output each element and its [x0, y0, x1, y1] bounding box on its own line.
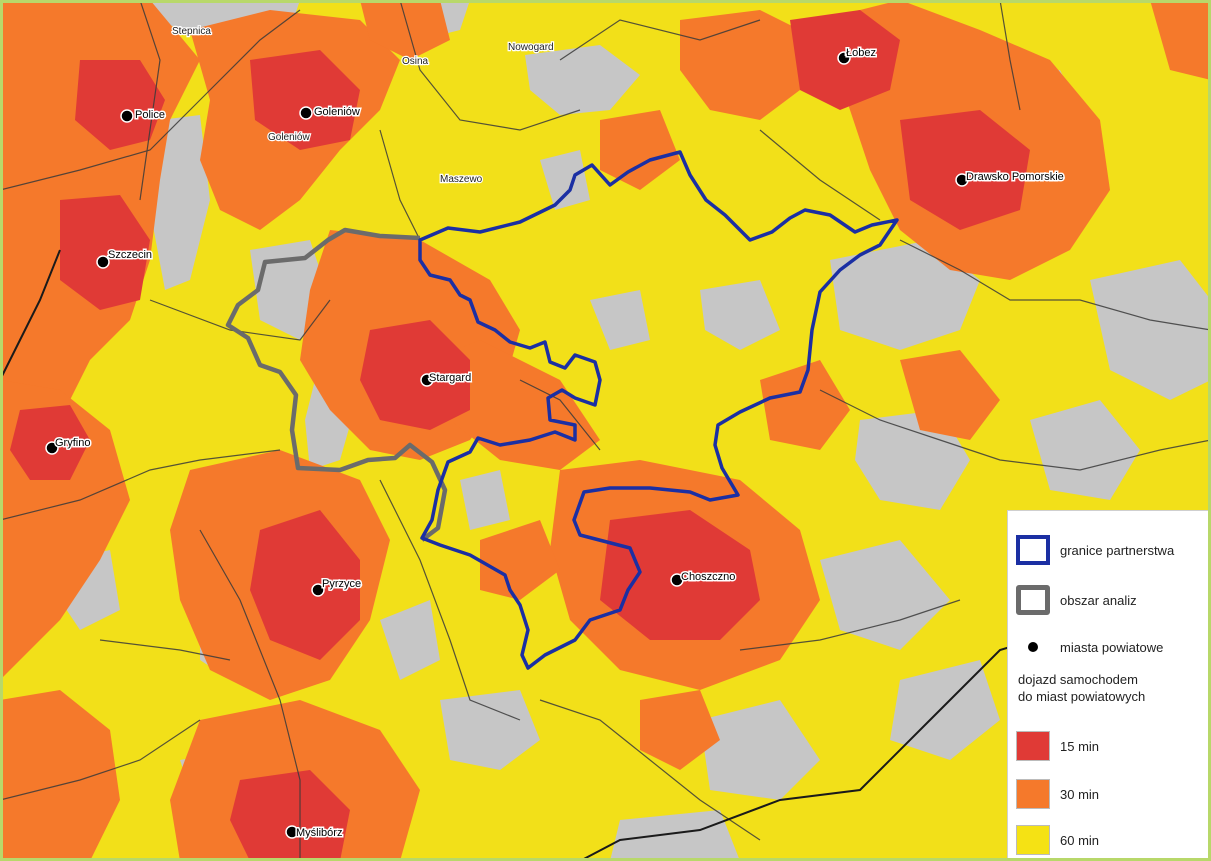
- city-dot-gryfino: [45, 441, 59, 455]
- legend-swatch-analysis: [1016, 585, 1050, 615]
- city-labels: Police Goleniów Szczecin Stargard Gryfin…: [54, 46, 1066, 841]
- town-label-stepnica: Stepnica: [172, 26, 211, 37]
- city-label-mysliborz: Myślibórz: [296, 827, 342, 839]
- analysis-area-border: [225, 227, 448, 542]
- city-label-lobez: Łobez: [846, 47, 876, 59]
- town-label-maszewo: Maszewo: [440, 174, 483, 185]
- city-label-choszczno: Choszczno: [681, 571, 735, 583]
- legend-swatch-30min: [1016, 779, 1050, 809]
- city-label-pyrzyce: Pyrzyce: [322, 578, 361, 590]
- legend-caption-line1: dojazd samochodem: [1018, 672, 1138, 687]
- legend-label-30min: 30 min: [1060, 786, 1100, 802]
- city-label-goleniow: Goleniów: [314, 106, 360, 118]
- legend-swatch-60min: [1016, 825, 1050, 855]
- legend-row-partnership: granice partnerstwa: [1008, 535, 1174, 565]
- legend-label-analysis: obszar analiz: [1060, 592, 1137, 608]
- legend-label-60min: 60 min: [1060, 832, 1100, 848]
- town-label-nowogard: Nowogard: [508, 42, 554, 53]
- map-legend: granice partnerstwa obszar analiz miasta…: [1007, 510, 1211, 861]
- city-label-szczecin: Szczecin: [108, 249, 152, 261]
- city-label-police: Police: [135, 109, 165, 121]
- city-label-stargard: Stargard: [429, 372, 471, 384]
- city-dot-mysliborz: [285, 825, 299, 839]
- town-labels: Stepnica Osina Nowogard Goleniów Maszewo: [171, 25, 555, 187]
- city-dot-police: [120, 109, 134, 123]
- town-label-goleniow-gmina: Goleniów: [268, 132, 310, 143]
- city-dot-lobez: [837, 51, 851, 65]
- legend-row-30min: 30 min: [1008, 779, 1099, 809]
- legend-caption: dojazd samochodem do miast powiatowych: [1018, 671, 1145, 705]
- legend-row-analysis: obszar analiz: [1008, 585, 1137, 615]
- legend-row-county-towns: miasta powiatowe: [1008, 639, 1163, 655]
- city-dot-pyrzyce: [311, 583, 325, 597]
- legend-swatch-15min: [1016, 731, 1050, 761]
- legend-caption-line2: do miast powiatowych: [1018, 689, 1146, 704]
- town-label-osina: Osina: [402, 56, 429, 67]
- city-dot-stargard: [420, 373, 434, 387]
- city-label-gryfino: Gryfino: [55, 437, 90, 449]
- city-dot-choszczno: [670, 573, 684, 587]
- city-dot-goleniow: [299, 106, 313, 120]
- partnership-border: [418, 150, 899, 670]
- city-label-drawsko: Drawsko Pomorskie: [966, 171, 1064, 183]
- city-dot-drawsko: [955, 173, 969, 187]
- legend-label-15min: 15 min: [1060, 738, 1100, 754]
- legend-row-15min: 15 min: [1008, 731, 1099, 761]
- legend-swatch-partnership: [1016, 535, 1050, 565]
- legend-row-60min: 60 min: [1008, 825, 1099, 855]
- legend-label-county-towns: miasta powiatowe: [1060, 639, 1164, 655]
- county-towns: [45, 51, 969, 839]
- legend-dot-icon: [1016, 639, 1050, 655]
- city-dot-szczecin: [96, 255, 110, 269]
- legend-label-partnership: granice partnerstwa: [1060, 542, 1175, 558]
